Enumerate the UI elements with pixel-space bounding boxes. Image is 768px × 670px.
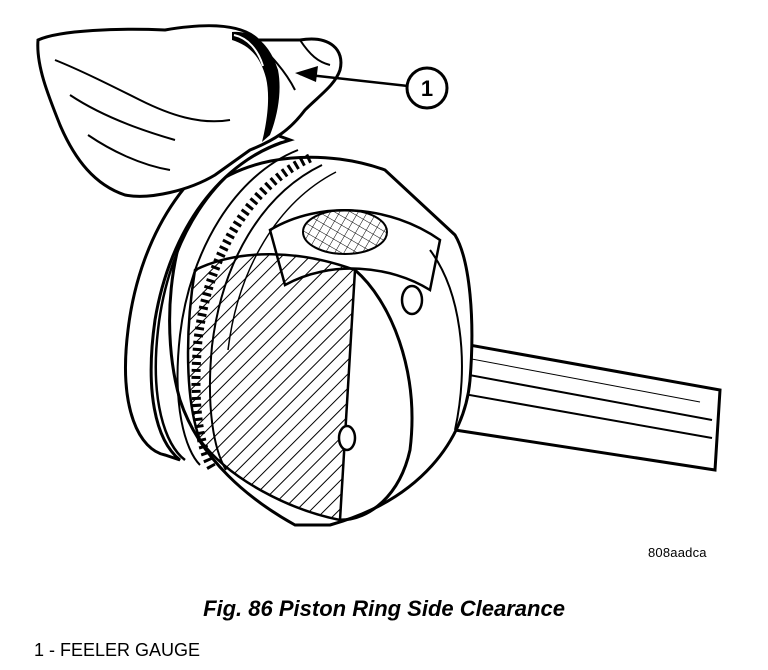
figure-title: Fig. 86 Piston Ring Side Clearance: [203, 596, 565, 621]
piston-body: [168, 155, 474, 527]
feeler-gauge: [232, 31, 280, 142]
callout-circle: [405, 66, 449, 110]
callout-number: 1: [421, 76, 433, 101]
figure-reference-code: 808aadca: [648, 545, 707, 560]
callout-1: 1: [295, 66, 449, 110]
piston-crown-rings: [124, 130, 337, 471]
pin-bore: [302, 209, 388, 255]
pin-boss-lower: [337, 424, 357, 452]
legend-item: 1 - FEELER GAUGE: [34, 640, 201, 660]
piston-ring-illustration: 1: [36, 24, 722, 527]
pin-boss-upper: [400, 284, 424, 316]
